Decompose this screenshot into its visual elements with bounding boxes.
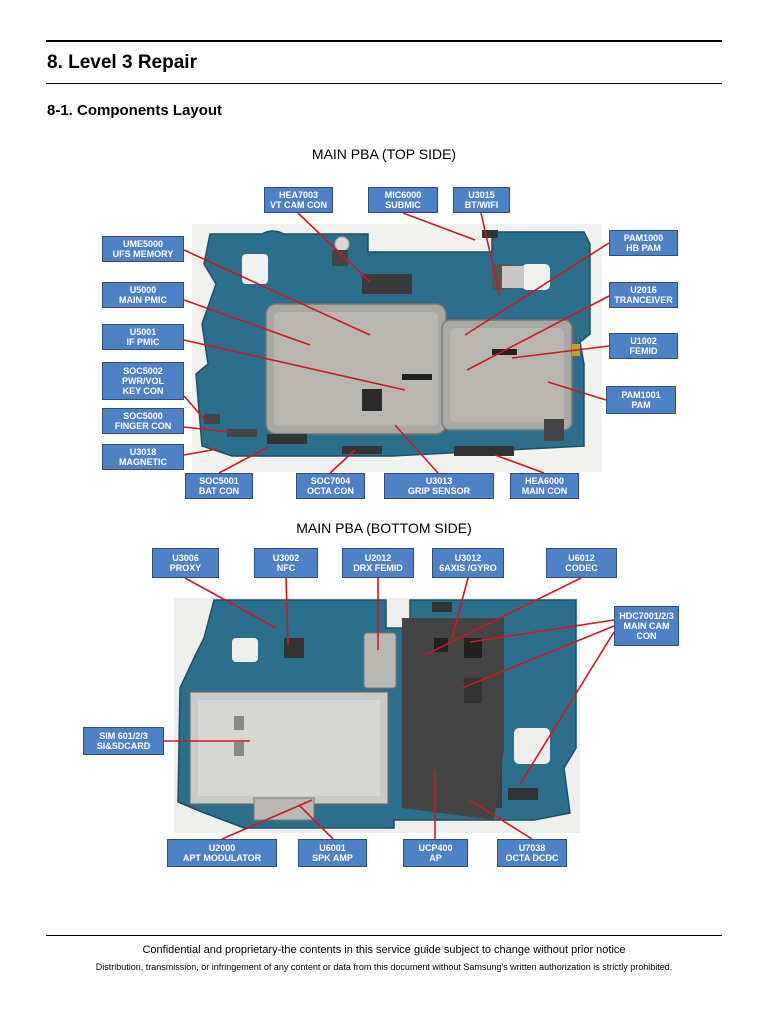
bottom-board-photo <box>174 598 580 833</box>
title-rule <box>46 83 722 84</box>
footer-rule <box>46 935 722 936</box>
top-diagram-title: MAIN PBA (TOP SIDE) <box>311 146 457 162</box>
top-board-photo <box>192 224 602 472</box>
section-subtitle: 8-1. Components Layout <box>47 102 223 119</box>
page-title: 8. Level 3 Repair <box>47 52 197 73</box>
footer-distribution: Distribution, transmission, or infringem… <box>95 962 673 972</box>
footer-confidential: Confidential and proprietary-the content… <box>142 944 626 956</box>
top-rule <box>46 40 722 42</box>
bottom-diagram-title: MAIN PBA (BOTTOM SIDE) <box>296 520 472 536</box>
